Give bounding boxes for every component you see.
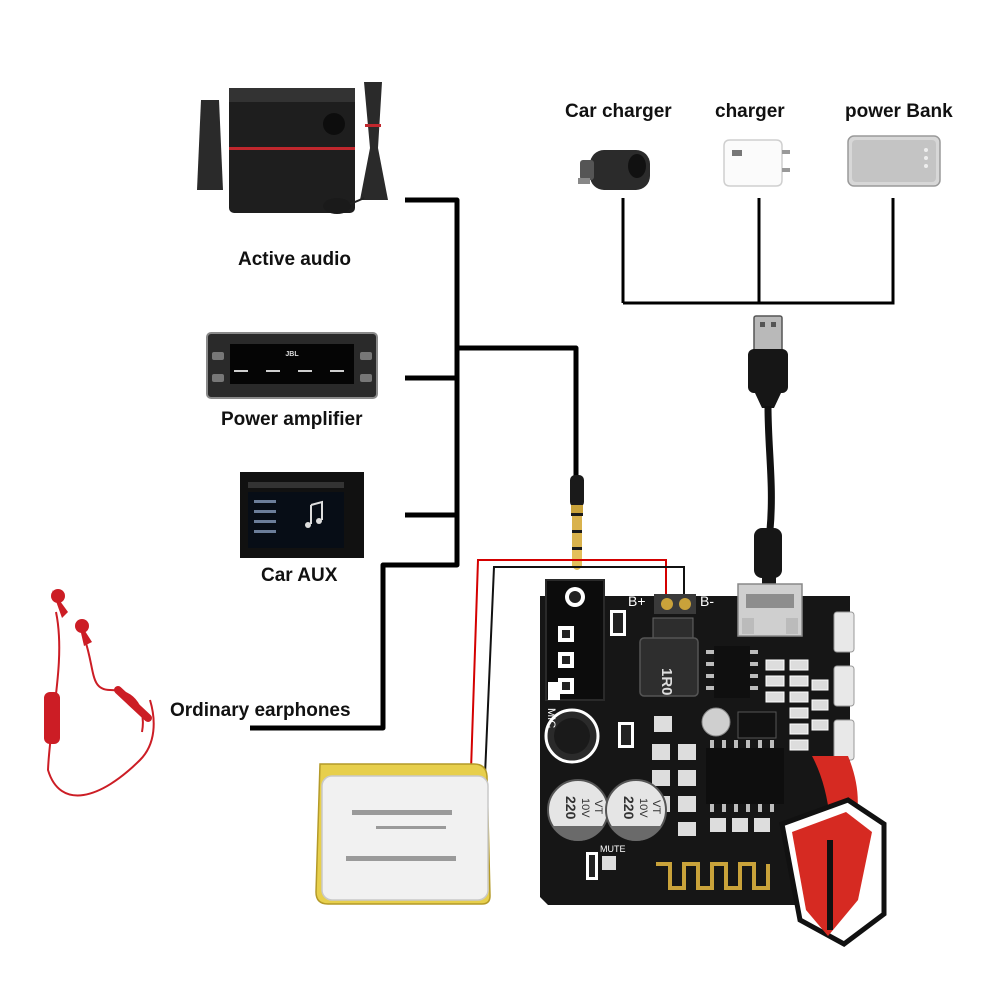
label-power-bank: power Bank [845, 101, 953, 122]
battery-leads [470, 559, 685, 776]
car-charger-device [578, 150, 650, 190]
capacitor-1-series: VT [592, 800, 604, 814]
inductor [639, 637, 699, 697]
label-power-amplifier: Power amplifier [221, 409, 363, 430]
usb-cable-wire [764, 405, 775, 531]
battery-red-lead [470, 559, 667, 771]
amp-brand: JBL [285, 351, 299, 358]
active-audio-speakers [197, 82, 388, 214]
board-audio-socket [545, 579, 626, 701]
audio-jack-3-5mm [570, 475, 584, 570]
lipo-battery [315, 763, 491, 905]
mic-label: MIC [545, 708, 557, 728]
side-buttons [833, 611, 855, 761]
label-ordinary-earphones: Ordinary earphones [170, 700, 351, 721]
mute-label: MUTE [600, 844, 626, 854]
b-plus-label: B+ [628, 593, 646, 609]
usb-a-plug-metal [753, 315, 783, 353]
capacitor-1 [547, 779, 609, 842]
b-minus-label: B- [700, 593, 714, 609]
usb-a-plug-body [748, 349, 788, 393]
battery-black-lead [484, 566, 685, 776]
inductor-code: 1R0 [658, 668, 675, 696]
earphones [44, 589, 155, 797]
power-amplifier-device [206, 332, 378, 399]
capacitor-2-value: 220 [621, 796, 637, 820]
audio-bus-wiring [250, 197, 579, 731]
capacitor-2-series: VT [650, 800, 662, 814]
capacitor-2 [605, 779, 667, 842]
car-aux-screen [240, 472, 364, 558]
capacitor-2-voltage: 10V [637, 798, 649, 818]
spartan-logo [779, 756, 887, 947]
capacitor-1-value: 220 [563, 796, 579, 820]
bluetooth-antenna [656, 862, 770, 890]
wire-active-audio [405, 197, 460, 378]
main-chip [706, 748, 784, 804]
label-car-charger: Car charger [565, 101, 672, 122]
label-car-aux: Car AUX [261, 565, 338, 586]
label-charger: charger [715, 101, 785, 122]
usb-ferrite [754, 528, 782, 578]
wire-power-bank [623, 198, 895, 305]
wire-bus-lower [250, 378, 460, 731]
power-bus-wiring [621, 198, 895, 305]
power-bank-device [847, 135, 941, 187]
charger-device [723, 139, 790, 187]
bluetooth-audio-board [540, 579, 855, 905]
wire-to-jack [457, 345, 579, 485]
usb-cable [748, 315, 788, 590]
label-active-audio: Active audio [238, 249, 351, 270]
capacitor-1-voltage: 10V [579, 798, 591, 818]
